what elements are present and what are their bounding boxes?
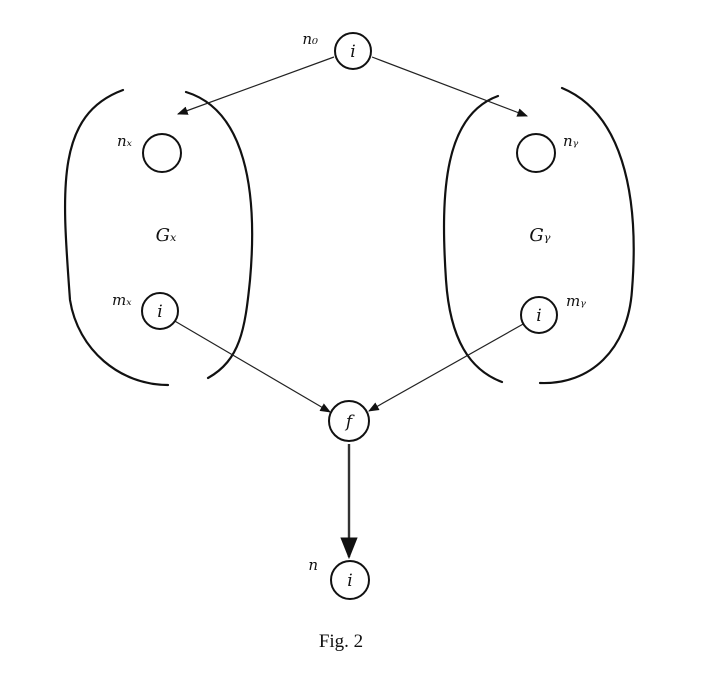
node-n-symbol: i bbox=[347, 571, 352, 591]
graph-gy-left-bracket bbox=[442, 94, 504, 384]
node-n-circle bbox=[330, 560, 370, 600]
edge-n0-to-gx bbox=[176, 56, 335, 115]
node-my-symbol: i bbox=[536, 306, 541, 326]
node-n-label: n bbox=[308, 556, 318, 574]
edge-n0-to-gy bbox=[371, 56, 529, 117]
node-n0-label: n₀ bbox=[302, 30, 318, 48]
node-mx-label: mₓ bbox=[112, 291, 132, 309]
node-my-circle bbox=[520, 296, 558, 334]
node-mx: i mₓ bbox=[112, 291, 179, 330]
node-mx-circle bbox=[141, 292, 179, 330]
graph-gx-right-bracket bbox=[184, 90, 254, 380]
edge-my-to-f bbox=[368, 322, 526, 412]
node-n: i n bbox=[308, 556, 370, 600]
node-n0-symbol: i bbox=[350, 42, 355, 62]
node-nx: nₓ bbox=[117, 132, 182, 173]
figure-caption: Fig. 2 bbox=[319, 631, 363, 652]
node-f: f bbox=[328, 400, 370, 442]
node-mx-symbol: i bbox=[157, 302, 162, 322]
graph-gy-right-bracket bbox=[538, 86, 635, 385]
node-my-label: mᵧ bbox=[566, 292, 586, 310]
edge-mx-to-f bbox=[172, 319, 331, 413]
graph-gy-label: Gᵧ bbox=[529, 225, 550, 246]
node-nx-label: nₓ bbox=[117, 132, 133, 150]
node-ny-label: nᵧ bbox=[563, 132, 579, 150]
graph-gx-enclosure bbox=[63, 88, 254, 387]
node-ny: nᵧ bbox=[516, 132, 579, 173]
node-n0-circle bbox=[334, 32, 372, 70]
node-f-symbol: f bbox=[344, 412, 355, 432]
graph-gy-enclosure bbox=[442, 86, 635, 385]
node-my: i mᵧ bbox=[520, 292, 586, 334]
graph-gx-label: Gₓ bbox=[156, 225, 177, 246]
node-f-circle bbox=[328, 400, 370, 442]
graph-gx-left-bracket bbox=[63, 88, 170, 387]
node-n0: i n₀ bbox=[302, 30, 372, 70]
node-nx-circle bbox=[142, 133, 182, 173]
node-ny-circle bbox=[516, 133, 556, 173]
